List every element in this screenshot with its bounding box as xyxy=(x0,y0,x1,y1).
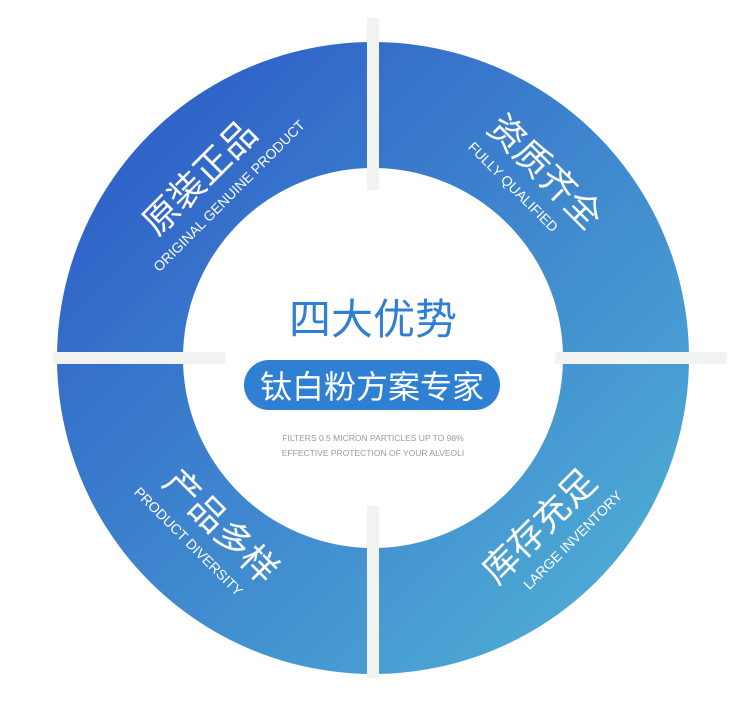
ring xyxy=(57,42,690,674)
center-badge-text: 钛白粉方案专家 xyxy=(260,368,484,406)
center-title: 四大优势 xyxy=(289,295,457,344)
divider-horizontal-left xyxy=(53,352,225,364)
divider-vertical-top xyxy=(367,18,379,190)
center-note-line2: EFFECTIVE PROTECTION OF YOUR ALVEOLI xyxy=(282,448,464,458)
divider-horizontal-right xyxy=(555,352,727,364)
divider-vertical-bottom xyxy=(367,506,379,678)
center-badge xyxy=(244,360,500,410)
center-note-line1: FILTERS 0.5 MICRON PARTICLES UP TO 98% xyxy=(282,433,464,443)
